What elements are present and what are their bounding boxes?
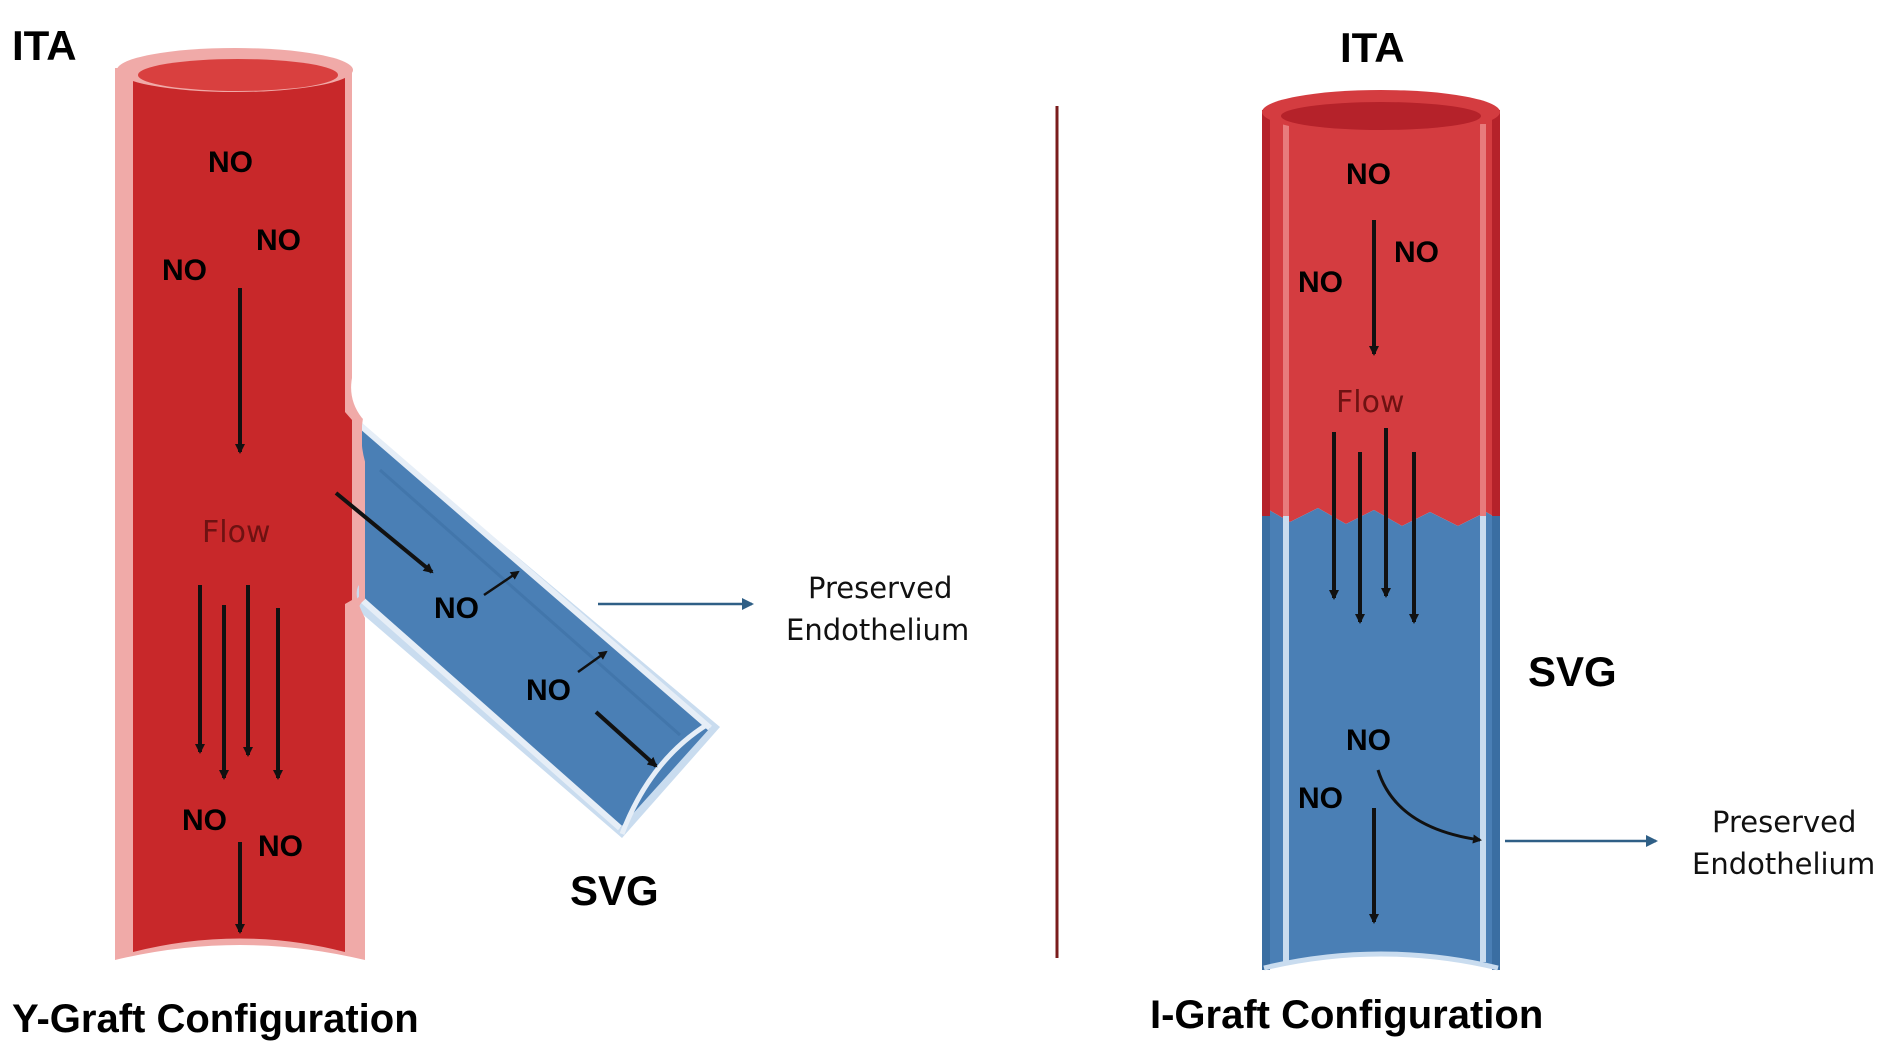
y-no-label: NO <box>182 804 227 837</box>
y-no-arrow <box>483 570 520 597</box>
i-no-label: NO <box>1298 782 1343 815</box>
y-graft-title: Y-Graft Configuration <box>12 997 419 1041</box>
i-flow-label: Flow <box>1336 385 1404 420</box>
i-no-arrow <box>1376 769 1482 844</box>
y-flow-label: Flow <box>202 515 270 550</box>
i-annotation-line1: Preserved <box>1712 805 1856 839</box>
i-no-label: NO <box>1298 266 1343 299</box>
y-no-label: NO <box>434 592 479 625</box>
y-ita-vessel <box>115 48 365 960</box>
y-graft-panel: ITA SVG Flow NO NO NO NO NO NO NO Preser… <box>12 22 969 1041</box>
i-graft-panel: ITA SVG Flow NO NO NO NO NO Preserved En… <box>1150 24 1875 1037</box>
i-ita-label: ITA <box>1340 24 1405 71</box>
i-no-label: NO <box>1346 158 1391 191</box>
i-no-label: NO <box>1346 724 1391 757</box>
i-no-label: NO <box>1394 236 1439 269</box>
y-no-label: NO <box>258 830 303 863</box>
y-no-label: NO <box>526 674 571 707</box>
y-branch-arrow <box>594 710 658 768</box>
y-no-label: NO <box>256 224 301 257</box>
y-svg-label: SVG <box>570 867 659 914</box>
y-svg-branch <box>352 418 720 838</box>
i-vessel <box>1262 90 1500 971</box>
y-ita-label: ITA <box>12 22 77 69</box>
i-annotation-line2: Endothelium <box>1692 847 1875 881</box>
y-no-label: NO <box>162 254 207 287</box>
y-annotation-line2: Endothelium <box>786 613 969 647</box>
i-svg-label: SVG <box>1528 648 1617 695</box>
y-annotation-line1: Preserved <box>808 571 952 605</box>
y-no-label: NO <box>208 146 253 179</box>
i-graft-title: I-Graft Configuration <box>1150 993 1543 1037</box>
y-branch-arrow <box>334 491 434 574</box>
y-no-arrow <box>577 650 608 674</box>
